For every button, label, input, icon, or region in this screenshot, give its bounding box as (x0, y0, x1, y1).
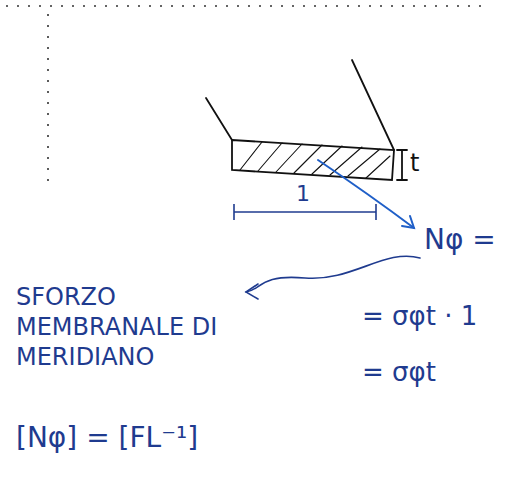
wavy-arrow (246, 256, 420, 299)
dimension-formula: [Nφ] = [FL⁻¹] (16, 420, 198, 455)
formula: = σφt · 1 (362, 300, 477, 333)
formula: Nφ = (424, 222, 496, 257)
pointer-arrow (318, 160, 414, 228)
slab-sketch (206, 60, 407, 180)
note-text: SFORZO MEMBRANALE DI MERIDIANO (16, 282, 248, 372)
thickness-label: t (410, 148, 419, 178)
dotted-frame (6, 6, 482, 190)
width-dimension (234, 204, 376, 220)
dimension-value: 1 (296, 180, 310, 208)
formula: = σφt (362, 356, 436, 389)
